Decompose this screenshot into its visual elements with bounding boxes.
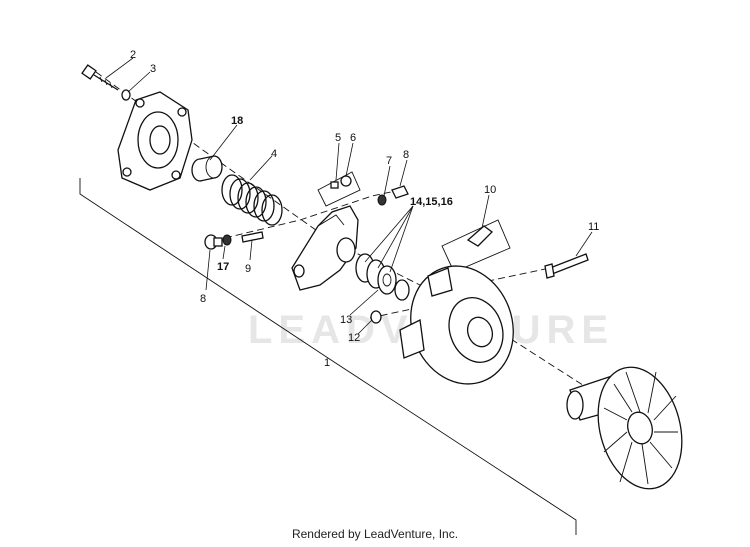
footer-credit: Rendered by LeadVenture, Inc. [291,527,459,541]
spider-part [466,225,493,247]
callout-11: 11 [588,221,599,233]
small-pin [391,185,409,199]
roller-stack [355,253,397,295]
small-nut [377,194,387,206]
nut [370,310,382,324]
callout-3: 3 [150,63,156,75]
long-bolt [544,253,589,279]
callout-10: 10 [484,184,496,196]
ring [394,279,410,301]
spring [221,174,283,226]
assembly-bracket [79,178,577,535]
cover-plate [117,91,193,191]
pin-shaft [241,231,264,243]
callout-5: 5 [335,132,341,144]
callout-12: 12 [348,332,360,344]
callout-13: 13 [340,314,352,326]
arm-bracket [291,205,359,291]
callout-9: 9 [245,263,251,275]
axis-line-pins [224,189,401,239]
shim-set [317,171,361,207]
spider-outline [441,219,511,273]
callout-18: 18 [231,115,243,127]
fixed-sheave [566,366,683,490]
callout-8-top: 8 [403,149,409,161]
callout-17: 17 [217,261,229,273]
callout-1: 1 [324,357,330,369]
callout-6: 6 [350,132,356,144]
washer [121,89,131,101]
bushing [191,155,223,182]
callout-8-bottom: 8 [200,293,206,305]
callout-4: 4 [271,148,277,160]
pin-head [204,234,223,250]
movable-sheave [399,265,514,385]
callout-14-15-16: 14,15,16 [410,196,453,208]
bolt [81,64,119,91]
callout-7: 7 [386,155,392,167]
callout-2: 2 [130,49,136,61]
pin-washer [222,234,232,246]
